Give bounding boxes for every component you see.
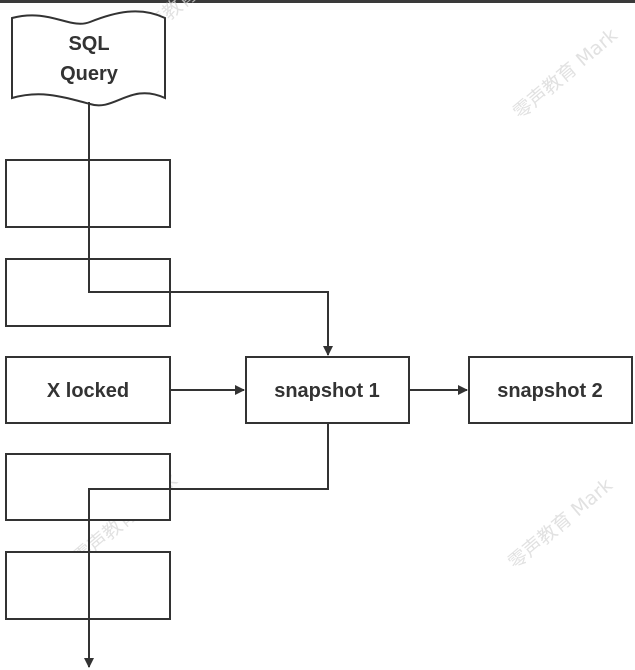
document-shape [11,10,166,107]
sql-query-node[interactable]: SQL Query [11,10,166,107]
snapshot-1-box [245,356,410,424]
snapshot-2-box [468,356,633,424]
snapshot-1-label: snapshot 1 [274,380,380,402]
watermark-text: 零声教育 Mark [509,24,622,124]
x-locked-node[interactable]: X locked [5,356,171,424]
sql-query-label-line2: Query [60,63,119,85]
x-locked-label: X locked [47,380,129,402]
window-top-border [0,0,635,3]
snapshot-1-to-output-arrow [84,423,329,668]
query-to-snapshot-1-arrow [88,102,333,356]
snapshot-2-label: snapshot 2 [497,380,603,402]
sql-query-label-line1: SQL [68,33,109,55]
snapshot-2-node[interactable]: snapshot 2 [468,356,633,424]
snapshot-1-node[interactable]: snapshot 1 [245,356,410,424]
watermark-text: 零声教育 Mark [504,474,617,574]
